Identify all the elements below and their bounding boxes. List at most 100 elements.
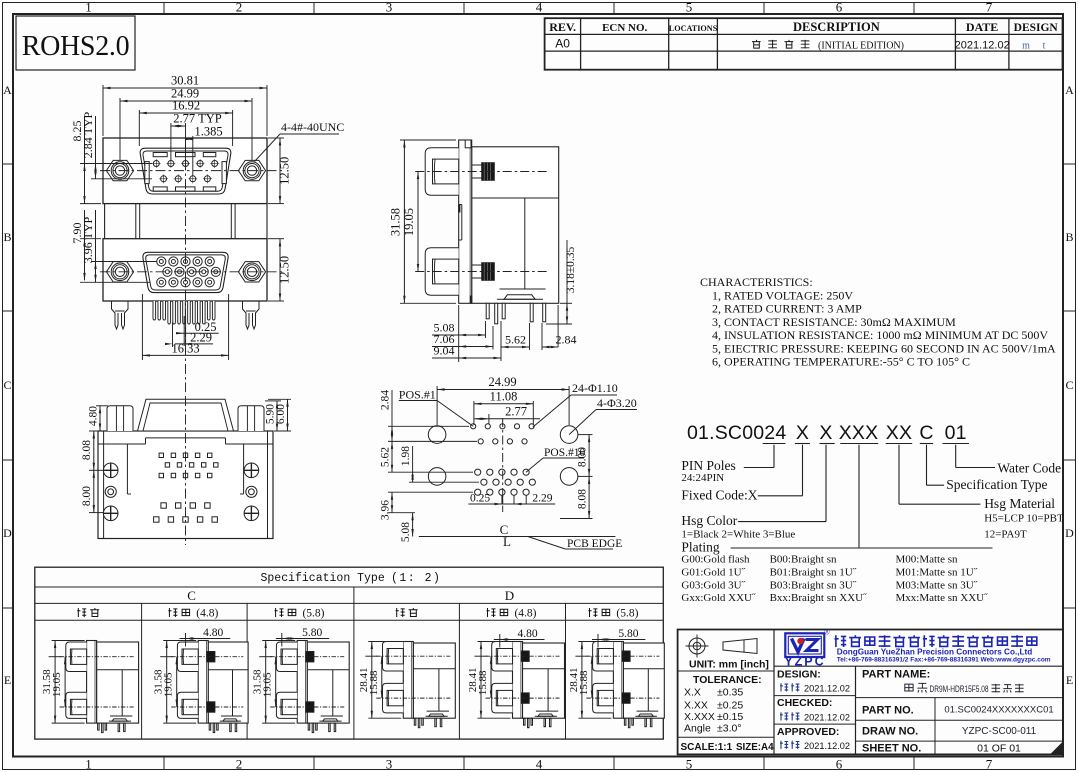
svg-text:4.80: 4.80 [517, 628, 537, 640]
svg-text:G00:Gold flash: G00:Gold flash [681, 554, 750, 566]
svg-text:19.05: 19.05 [262, 672, 274, 697]
svg-text:C: C [1065, 378, 1073, 392]
svg-text:X: X [796, 422, 809, 444]
svg-text:3: 3 [386, 0, 393, 15]
svg-text:16.92: 16.92 [172, 99, 200, 113]
svg-text:2021.12.02: 2021.12.02 [804, 684, 850, 694]
svg-text:15.88: 15.88 [578, 670, 590, 695]
svg-text:2.29: 2.29 [190, 331, 212, 345]
svg-text:8.00: 8.00 [81, 486, 93, 506]
svg-text:M01:Matte sn 1U˝: M01:Matte sn 1U˝ [896, 566, 978, 578]
svg-text:E: E [1066, 673, 1073, 687]
svg-text:DESCRIPTION: DESCRIPTION [793, 20, 880, 34]
svg-text:31.58: 31.58 [252, 669, 264, 694]
svg-text:01.SC0024XXXXXXXC01: 01.SC0024XXXXXXXC01 [944, 705, 1053, 716]
svg-text:5.90: 5.90 [265, 404, 277, 424]
svg-text:7.90: 7.90 [70, 223, 84, 244]
svg-text:UNIT: mm [inch]: UNIT: mm [inch] [689, 659, 769, 671]
svg-text:X: X [819, 422, 832, 444]
svg-text:24:24PIN: 24:24PIN [681, 472, 724, 484]
svg-text:6: 6 [836, 0, 843, 15]
svg-text:C: C [500, 522, 509, 537]
svg-text:POS.#1: POS.#1 [399, 388, 436, 402]
svg-text:SCALE:1:1: SCALE:1:1 [681, 742, 733, 753]
svg-text:B03:Braight sn 3U˝: B03:Braight sn 3U˝ [770, 579, 857, 591]
svg-text:1: 1 [85, 0, 92, 15]
svg-text:B: B [1065, 230, 1073, 244]
svg-text:1=Black 2=White 3=Blue: 1=Black 2=White 3=Blue [681, 529, 795, 541]
svg-text:CHECKED:: CHECKED: [777, 697, 832, 709]
svg-text:SHEET NO.: SHEET NO. [862, 742, 921, 754]
svg-text:SIZE:A4: SIZE:A4 [736, 742, 774, 753]
svg-text:A: A [1065, 83, 1074, 97]
svg-text:01: 01 [945, 422, 967, 444]
svg-text:8.08: 8.08 [577, 489, 589, 509]
svg-text:XX: XX [886, 422, 912, 444]
svg-text:Tel:+86-769-88316391/2 Fax:+8: Tel:+86-769-88316391/2 Fax:+86-769-88316… [837, 657, 1051, 664]
svg-text:PART NO.: PART NO. [862, 705, 914, 717]
svg-text:2021.12.02: 2021.12.02 [804, 741, 850, 751]
svg-text:D: D [1065, 526, 1074, 540]
svg-text:6.00: 6.00 [275, 404, 287, 424]
svg-text:2.77 TYP: 2.77 TYP [173, 112, 221, 126]
svg-text:15.88: 15.88 [368, 670, 380, 695]
svg-text:1, RATED VOLTAGE: 250V: 1, RATED VOLTAGE: 250V [712, 289, 853, 303]
svg-text:4-4#-40UNC: 4-4#-40UNC [281, 120, 344, 134]
svg-text:5.80: 5.80 [618, 628, 638, 640]
svg-text:C: C [187, 588, 196, 603]
svg-text:5: 5 [686, 757, 693, 772]
svg-text:8.25: 8.25 [70, 121, 84, 142]
svg-text:31.58: 31.58 [389, 208, 403, 236]
svg-text:5.62: 5.62 [380, 447, 392, 467]
svg-text:5.80: 5.80 [302, 627, 322, 639]
svg-text:Bxx:Braight sn XXU˝: Bxx:Braight sn XXU˝ [770, 592, 868, 604]
svg-text:0.25: 0.25 [470, 492, 490, 504]
svg-text:24.99: 24.99 [171, 87, 199, 101]
svg-text:3.96 TYP: 3.96 TYP [81, 216, 95, 263]
svg-text:M00:Matte sn: M00:Matte sn [896, 554, 959, 566]
svg-text:1: 1 [85, 757, 92, 772]
svg-text:5.08: 5.08 [400, 522, 412, 542]
svg-text:Specification Type: Specification Type [946, 477, 1047, 492]
svg-text:31.58: 31.58 [41, 669, 53, 694]
svg-text:5.62: 5.62 [505, 333, 526, 347]
svg-text:4: 4 [536, 757, 543, 772]
svg-text:19.05: 19.05 [163, 672, 175, 697]
svg-text:PIN Poles: PIN Poles [681, 458, 735, 473]
svg-text:19.05: 19.05 [51, 672, 63, 697]
svg-text:2.84: 2.84 [556, 333, 577, 347]
svg-text:4: 4 [536, 0, 543, 15]
svg-text:±3.0°: ±3.0° [717, 722, 742, 734]
svg-text:4.80: 4.80 [88, 406, 100, 426]
svg-text:(1: 2): (1: 2) [391, 572, 441, 585]
svg-text:24-Φ1.10: 24-Φ1.10 [572, 381, 618, 395]
svg-text:28.41: 28.41 [358, 668, 370, 693]
svg-text:DRAW NO.: DRAW NO. [862, 726, 918, 738]
svg-text:X.X: X.X [684, 686, 701, 698]
svg-text:H5=LCP 10=PBT: H5=LCP 10=PBT [984, 513, 1064, 525]
svg-text:24.99: 24.99 [488, 375, 516, 389]
svg-text:4-Φ3.20: 4-Φ3.20 [597, 396, 637, 410]
svg-text:X.XX: X.XX [684, 700, 708, 712]
svg-text:3: 3 [386, 757, 393, 772]
svg-text:3.18±0.35: 3.18±0.35 [565, 246, 577, 293]
svg-text:±0.35: ±0.35 [717, 686, 743, 698]
svg-text:POS.#10: POS.#10 [544, 447, 585, 459]
svg-text:t: t [1043, 41, 1046, 52]
svg-text:8.00: 8.00 [577, 447, 589, 467]
svg-text:REV.: REV. [549, 20, 576, 34]
svg-text:DR9M-HDR15F5.08: DR9M-HDR15F5.08 [930, 684, 989, 694]
svg-text:2021.12.02: 2021.12.02 [804, 713, 850, 723]
svg-text:2.29: 2.29 [532, 492, 552, 504]
svg-text:(5.8): (5.8) [616, 608, 638, 620]
svg-text:3, CONTACT RESISTANCE: 30mΩ M: 3, CONTACT RESISTANCE: 30mΩ MAXIMUM [712, 315, 956, 329]
svg-text:D: D [3, 526, 12, 540]
svg-text:30.81: 30.81 [171, 74, 199, 88]
svg-text:Mxx:Matte sn XXU˝: Mxx:Matte sn XXU˝ [896, 592, 989, 604]
svg-text:2.84: 2.84 [380, 390, 392, 410]
svg-text:19.05: 19.05 [402, 208, 416, 236]
svg-text:CHARACTERISTICS:: CHARACTERISTICS: [700, 275, 813, 289]
svg-text:5.08: 5.08 [434, 321, 455, 335]
svg-text:Specification Type: Specification Type [261, 572, 385, 585]
svg-text:Hsg Color: Hsg Color [681, 513, 737, 528]
